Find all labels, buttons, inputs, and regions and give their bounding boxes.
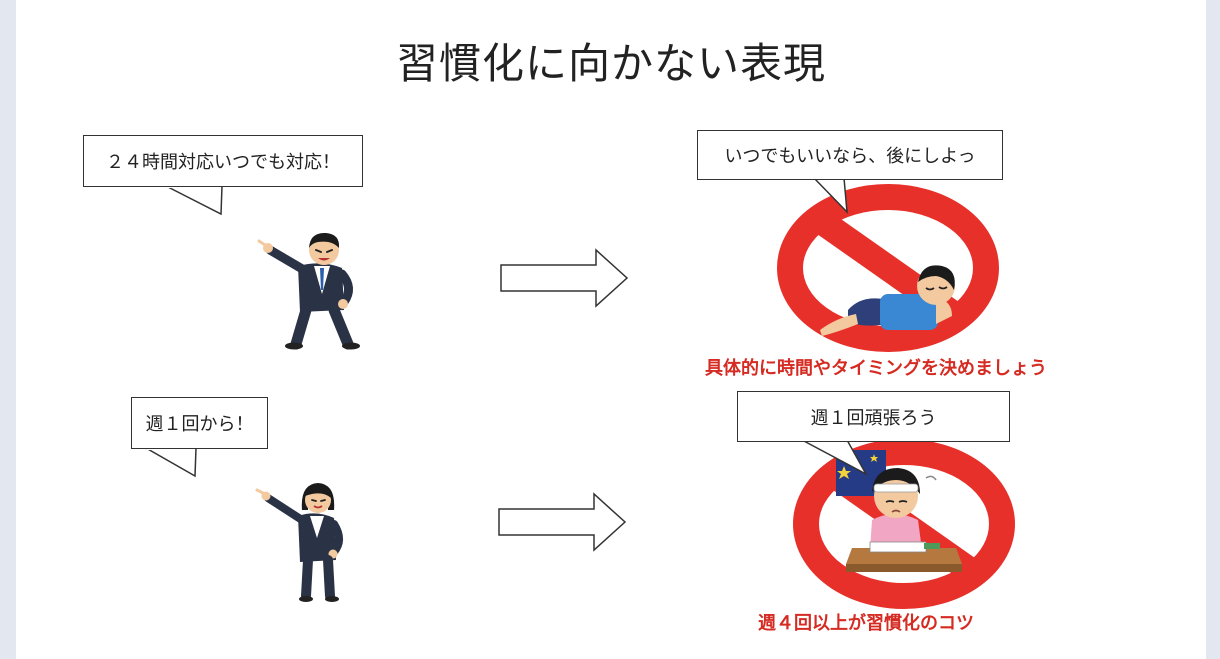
speech-tail-1 — [165, 185, 223, 216]
caption-four-times-weekly: 週４回以上が習慣化のコツ — [758, 613, 974, 634]
speech-tail-4 — [801, 439, 868, 476]
speech-tail-2 — [812, 177, 848, 215]
businesswoman-pointing-illustration — [255, 483, 343, 602]
slide: 習慣化に向かない表現 ２４時間対応いつでも対応！ — [16, 0, 1206, 659]
speech-bubble-weekly: 週１回から！ — [131, 397, 268, 449]
speech-bubble-once-weekly: 週１回頑張ろう — [737, 391, 1010, 442]
arrow-right-icon — [498, 492, 627, 552]
arrow-right-icon — [500, 248, 629, 308]
prohibition-sign-studying-girl — [793, 439, 1015, 609]
slide-title: 習慣化に向かない表現 — [395, 39, 826, 88]
prohibition-sign-lazy-boy — [777, 184, 999, 352]
businessman-pointing-illustration — [257, 232, 360, 350]
caption-decide-timing: 具体的に時間やタイミングを決めましょう — [705, 358, 1047, 379]
speech-bubble-later: いつでもいいなら、後にしよっ — [697, 130, 1003, 180]
speech-bubble-24h: ２４時間対応いつでも対応！ — [83, 135, 363, 187]
speech-tail-3 — [143, 447, 197, 478]
